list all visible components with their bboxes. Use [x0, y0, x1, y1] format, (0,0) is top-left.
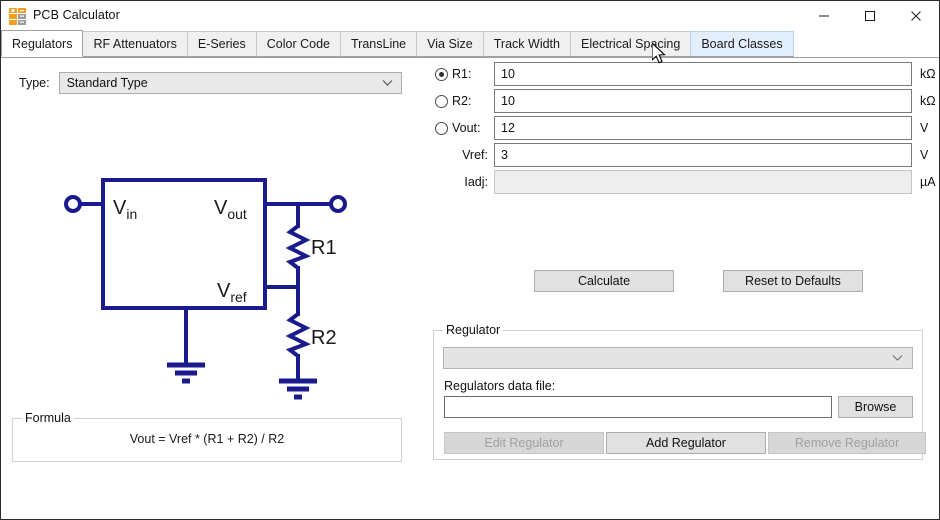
close-icon — [911, 11, 921, 21]
unit-r1: kΩ — [920, 67, 936, 81]
label-vref: Vref: — [462, 148, 488, 162]
calculator-icon — [9, 8, 26, 25]
radio-placeholder-vref — [435, 149, 448, 162]
vin-terminal — [64, 195, 82, 213]
regulators-data-file-label: Regulators data file: — [444, 379, 556, 393]
type-label: Type: — [19, 76, 50, 90]
add-regulator-button[interactable]: Add Regulator — [606, 432, 766, 454]
chevron-down-icon — [892, 355, 903, 361]
tab-regulators[interactable]: Regulators — [1, 30, 84, 57]
maximize-icon — [865, 11, 875, 21]
unit-vout: V — [920, 121, 929, 135]
browse-button[interactable]: Browse — [838, 396, 913, 418]
radio-r1[interactable] — [435, 67, 448, 81]
label-r2: R2: — [452, 94, 472, 108]
regulators-data-file-input[interactable] — [444, 396, 832, 418]
vout-label: Vout — [214, 197, 247, 222]
field-row-vout: Vout: 12 V — [435, 116, 928, 140]
regulator-select[interactable] — [443, 347, 913, 369]
title-bar: PCB Calculator — [1, 1, 939, 31]
input-r1[interactable]: 10 — [494, 62, 912, 86]
label-iadj: Iadj: — [464, 175, 488, 189]
tab-color-code[interactable]: Color Code — [255, 31, 341, 57]
unit-iadj: µA — [920, 175, 936, 189]
label-vout: Vout: — [452, 121, 481, 135]
field-row-iadj: Iadj: µA — [435, 170, 936, 194]
tab-board-classes[interactable]: Board Classes — [690, 31, 794, 57]
maximize-button[interactable] — [847, 1, 893, 31]
type-select-value: Standard Type — [66, 76, 148, 90]
regulator-group-title: Regulator — [443, 323, 504, 337]
formula-group-title: Formula — [22, 411, 74, 425]
type-row: Type: Standard Type — [19, 72, 402, 94]
tab-e-series[interactable]: E-Series — [186, 31, 257, 57]
calculate-button[interactable]: Calculate — [534, 270, 674, 292]
label-r1: R1: — [452, 67, 472, 81]
tab-bar: Regulators RF Attenuators E-Series Color… — [1, 30, 939, 58]
tab-panel-regulators: Type: Standard Type — [1, 58, 939, 518]
minimize-icon — [819, 15, 829, 17]
formula-text: Vout = Vref * (R1 + R2) / R2 — [129, 432, 285, 446]
ground-symbol-divider — [279, 378, 317, 400]
input-r2[interactable]: 10 — [494, 89, 912, 113]
remove-regulator-button: Remove Regulator — [768, 432, 926, 454]
r1-label: R1 — [311, 237, 337, 259]
formula-group: Formula Vout = Vref * (R1 + R2) / R2 — [12, 411, 402, 462]
close-button[interactable] — [893, 1, 939, 31]
edit-regulator-button: Edit Regulator — [444, 432, 604, 454]
radio-r2[interactable] — [435, 94, 448, 108]
ground-symbol-ic — [167, 362, 205, 384]
tab-via-size[interactable]: Via Size — [416, 31, 484, 57]
unit-r2: kΩ — [920, 94, 936, 108]
tab-track-width[interactable]: Track Width — [482, 31, 571, 57]
minimize-button[interactable] — [801, 1, 847, 31]
field-row-vref: Vref: 3 V — [435, 143, 928, 167]
input-vref[interactable]: 3 — [494, 143, 912, 167]
window-title: PCB Calculator — [33, 8, 120, 22]
tab-electrical-spacing[interactable]: Electrical Spacing — [569, 31, 692, 57]
unit-vref: V — [920, 148, 929, 162]
radio-vout[interactable] — [435, 121, 448, 135]
input-iadj — [494, 170, 912, 194]
vin-label: Vin — [113, 197, 137, 222]
r2-label: R2 — [311, 327, 337, 349]
resistor-r2-symbol — [285, 312, 311, 358]
regulator-circuit-diagram: Vin Vout Vref R1 R2 — [64, 178, 347, 400]
reset-to-defaults-button[interactable]: Reset to Defaults — [723, 270, 863, 292]
regulator-group: Regulator Regulators data file: Browse E… — [433, 323, 926, 460]
field-row-r2: R2: 10 kΩ — [435, 89, 936, 113]
resistor-r1-symbol — [285, 224, 311, 270]
tab-rf-attenuators[interactable]: RF Attenuators — [82, 31, 188, 57]
vout-terminal — [329, 195, 347, 213]
type-select[interactable]: Standard Type — [58, 72, 402, 94]
input-vout[interactable]: 12 — [494, 116, 912, 140]
radio-placeholder-iadj — [435, 176, 448, 189]
tab-transline[interactable]: TransLine — [340, 31, 418, 57]
chevron-down-icon — [382, 80, 393, 86]
vref-label: Vref — [217, 280, 247, 305]
field-row-r1: R1: 10 kΩ — [435, 62, 936, 86]
